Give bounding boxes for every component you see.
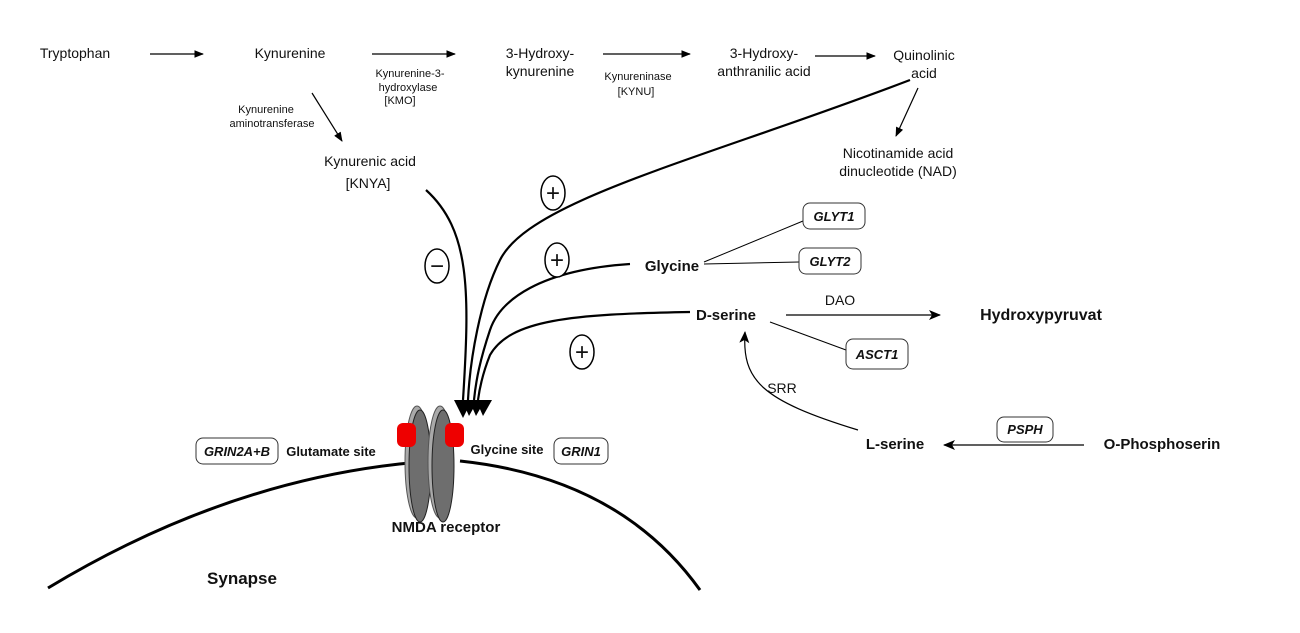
kynu-label-1: Kynureninase [604,71,671,83]
hydroxyanthranilic-label-2: anthranilic acid [717,63,810,79]
svg-text:GRIN1: GRIN1 [561,444,601,459]
svg-text:GRIN2A+B: GRIN2A+B [204,444,270,459]
curve-glycine [472,262,631,401]
curve-quinolinic [466,78,911,401]
connector-glycine-glyt2 [703,261,800,265]
svg-text:+: + [575,339,589,366]
arrow-lserine-dserine [739,331,859,431]
glycine-binding-site [445,423,464,447]
plus-sign-glycine: + [544,242,570,278]
knya-label: [KNYA] [346,175,391,191]
svg-text:GLYT1: GLYT1 [814,209,855,224]
hydroxyanthranilic-label-1: 3-Hydroxy- [730,45,799,61]
receptor-arrowheads [454,400,492,418]
synapse-label: Synapse [207,569,277,588]
nad-label-1: Nicotinamide acid [843,145,954,161]
glycine-label: Glycine [645,258,699,275]
kmo-label-3: [KMO] [384,95,415,107]
glycine-site-label: Glycine site [471,442,544,457]
gene-grin2ab: GRIN2A+B [195,437,279,465]
arrow-kynurenine-kynurenic [311,92,343,142]
kat-label-1: Kynurenine [238,104,294,116]
gene-glyt2: GLYT2 [798,247,862,275]
hydroxypyruvat-label: Hydroxypyruvat [980,307,1102,324]
glutamate-site-label: Glutamate site [286,444,376,459]
hydroxykynurenine-label-2: kynurenine [506,63,575,79]
svg-text:+: + [546,180,560,207]
lserine-label: L-serine [866,436,924,453]
connector-glycine-glyt1 [703,220,804,263]
minus-sign-kynurenic: − [424,248,450,284]
gene-glyt1: GLYT1 [802,202,866,230]
plus-sign-dserine: + [569,334,595,370]
nmda-receptor-label: NMDA receptor [392,519,501,536]
kmo-label-2: hydroxylase [379,82,438,94]
nad-label-2: dinucleotide (NAD) [839,163,957,179]
svg-text:PSPH: PSPH [1007,422,1043,437]
quinolinic-label-1: Quinolinic [893,47,954,63]
hydroxykynurenine-label-1: 3-Hydroxy- [506,45,575,61]
curve-dserine [476,310,691,401]
dserine-label: D-serine [696,307,756,324]
arrow-quinolinic-nad [895,87,919,137]
ophosphoserin-label: O-Phosphoserin [1104,436,1221,453]
curve-kynurenic-inhibit [425,189,468,401]
gene-asct1: ASCT1 [845,338,909,370]
dao-label: DAO [825,292,855,308]
plus-sign-quinolinic: + [540,175,566,211]
glutamate-binding-site [397,423,416,447]
svg-text:+: + [550,247,564,274]
kmo-label-1: Kynurenine-3- [375,68,444,80]
kynurenine-label: Kynurenine [255,45,326,61]
svg-text:−: − [430,253,444,280]
synapse-membrane-right [459,459,702,591]
gene-psph: PSPH [996,416,1054,443]
tryptophan-label: Tryptophan [40,45,110,61]
svg-text:ASCT1: ASCT1 [855,347,899,362]
srr-label: SRR [767,380,797,396]
kynurenic-acid-label: Kynurenic acid [324,153,416,169]
kat-label-2: aminotransferase [230,118,315,130]
kynu-label-2: [KYNU] [618,86,655,98]
gene-grin1: GRIN1 [553,437,609,465]
svg-text:GLYT2: GLYT2 [810,254,852,269]
quinolinic-label-2: acid [911,65,937,81]
connector-dserine-asct1 [769,321,847,351]
synapse-membrane-left [47,460,421,590]
